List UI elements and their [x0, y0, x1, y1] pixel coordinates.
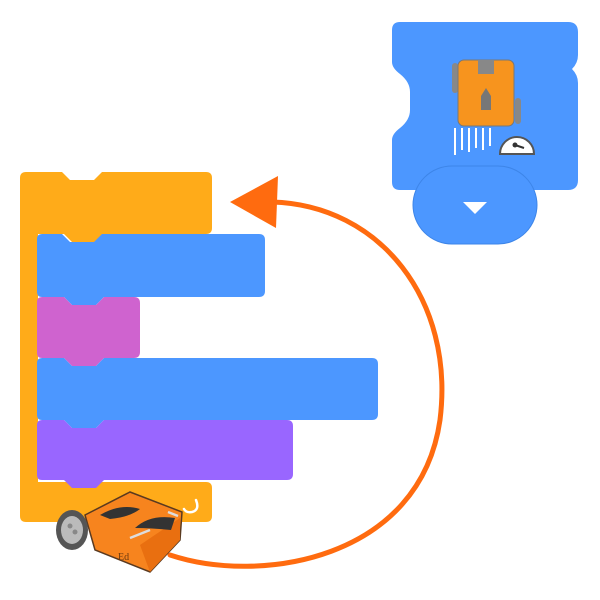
motion-block-2[interactable] — [37, 358, 378, 428]
sound-block[interactable] — [37, 420, 293, 488]
triangle-down-icon[interactable] — [463, 202, 487, 214]
edison-robot: Ed — [56, 491, 183, 573]
loop-return-arrow — [167, 199, 445, 569]
looks-block[interactable] — [37, 297, 140, 366]
loop-block[interactable] — [20, 172, 212, 522]
robot-speed-icon — [452, 59, 536, 155]
arrow-head-icon — [230, 176, 278, 228]
loop-arrow-icon — [182, 498, 199, 514]
motion-block-1[interactable] — [37, 234, 265, 305]
robot-logo: Ed — [118, 552, 129, 563]
